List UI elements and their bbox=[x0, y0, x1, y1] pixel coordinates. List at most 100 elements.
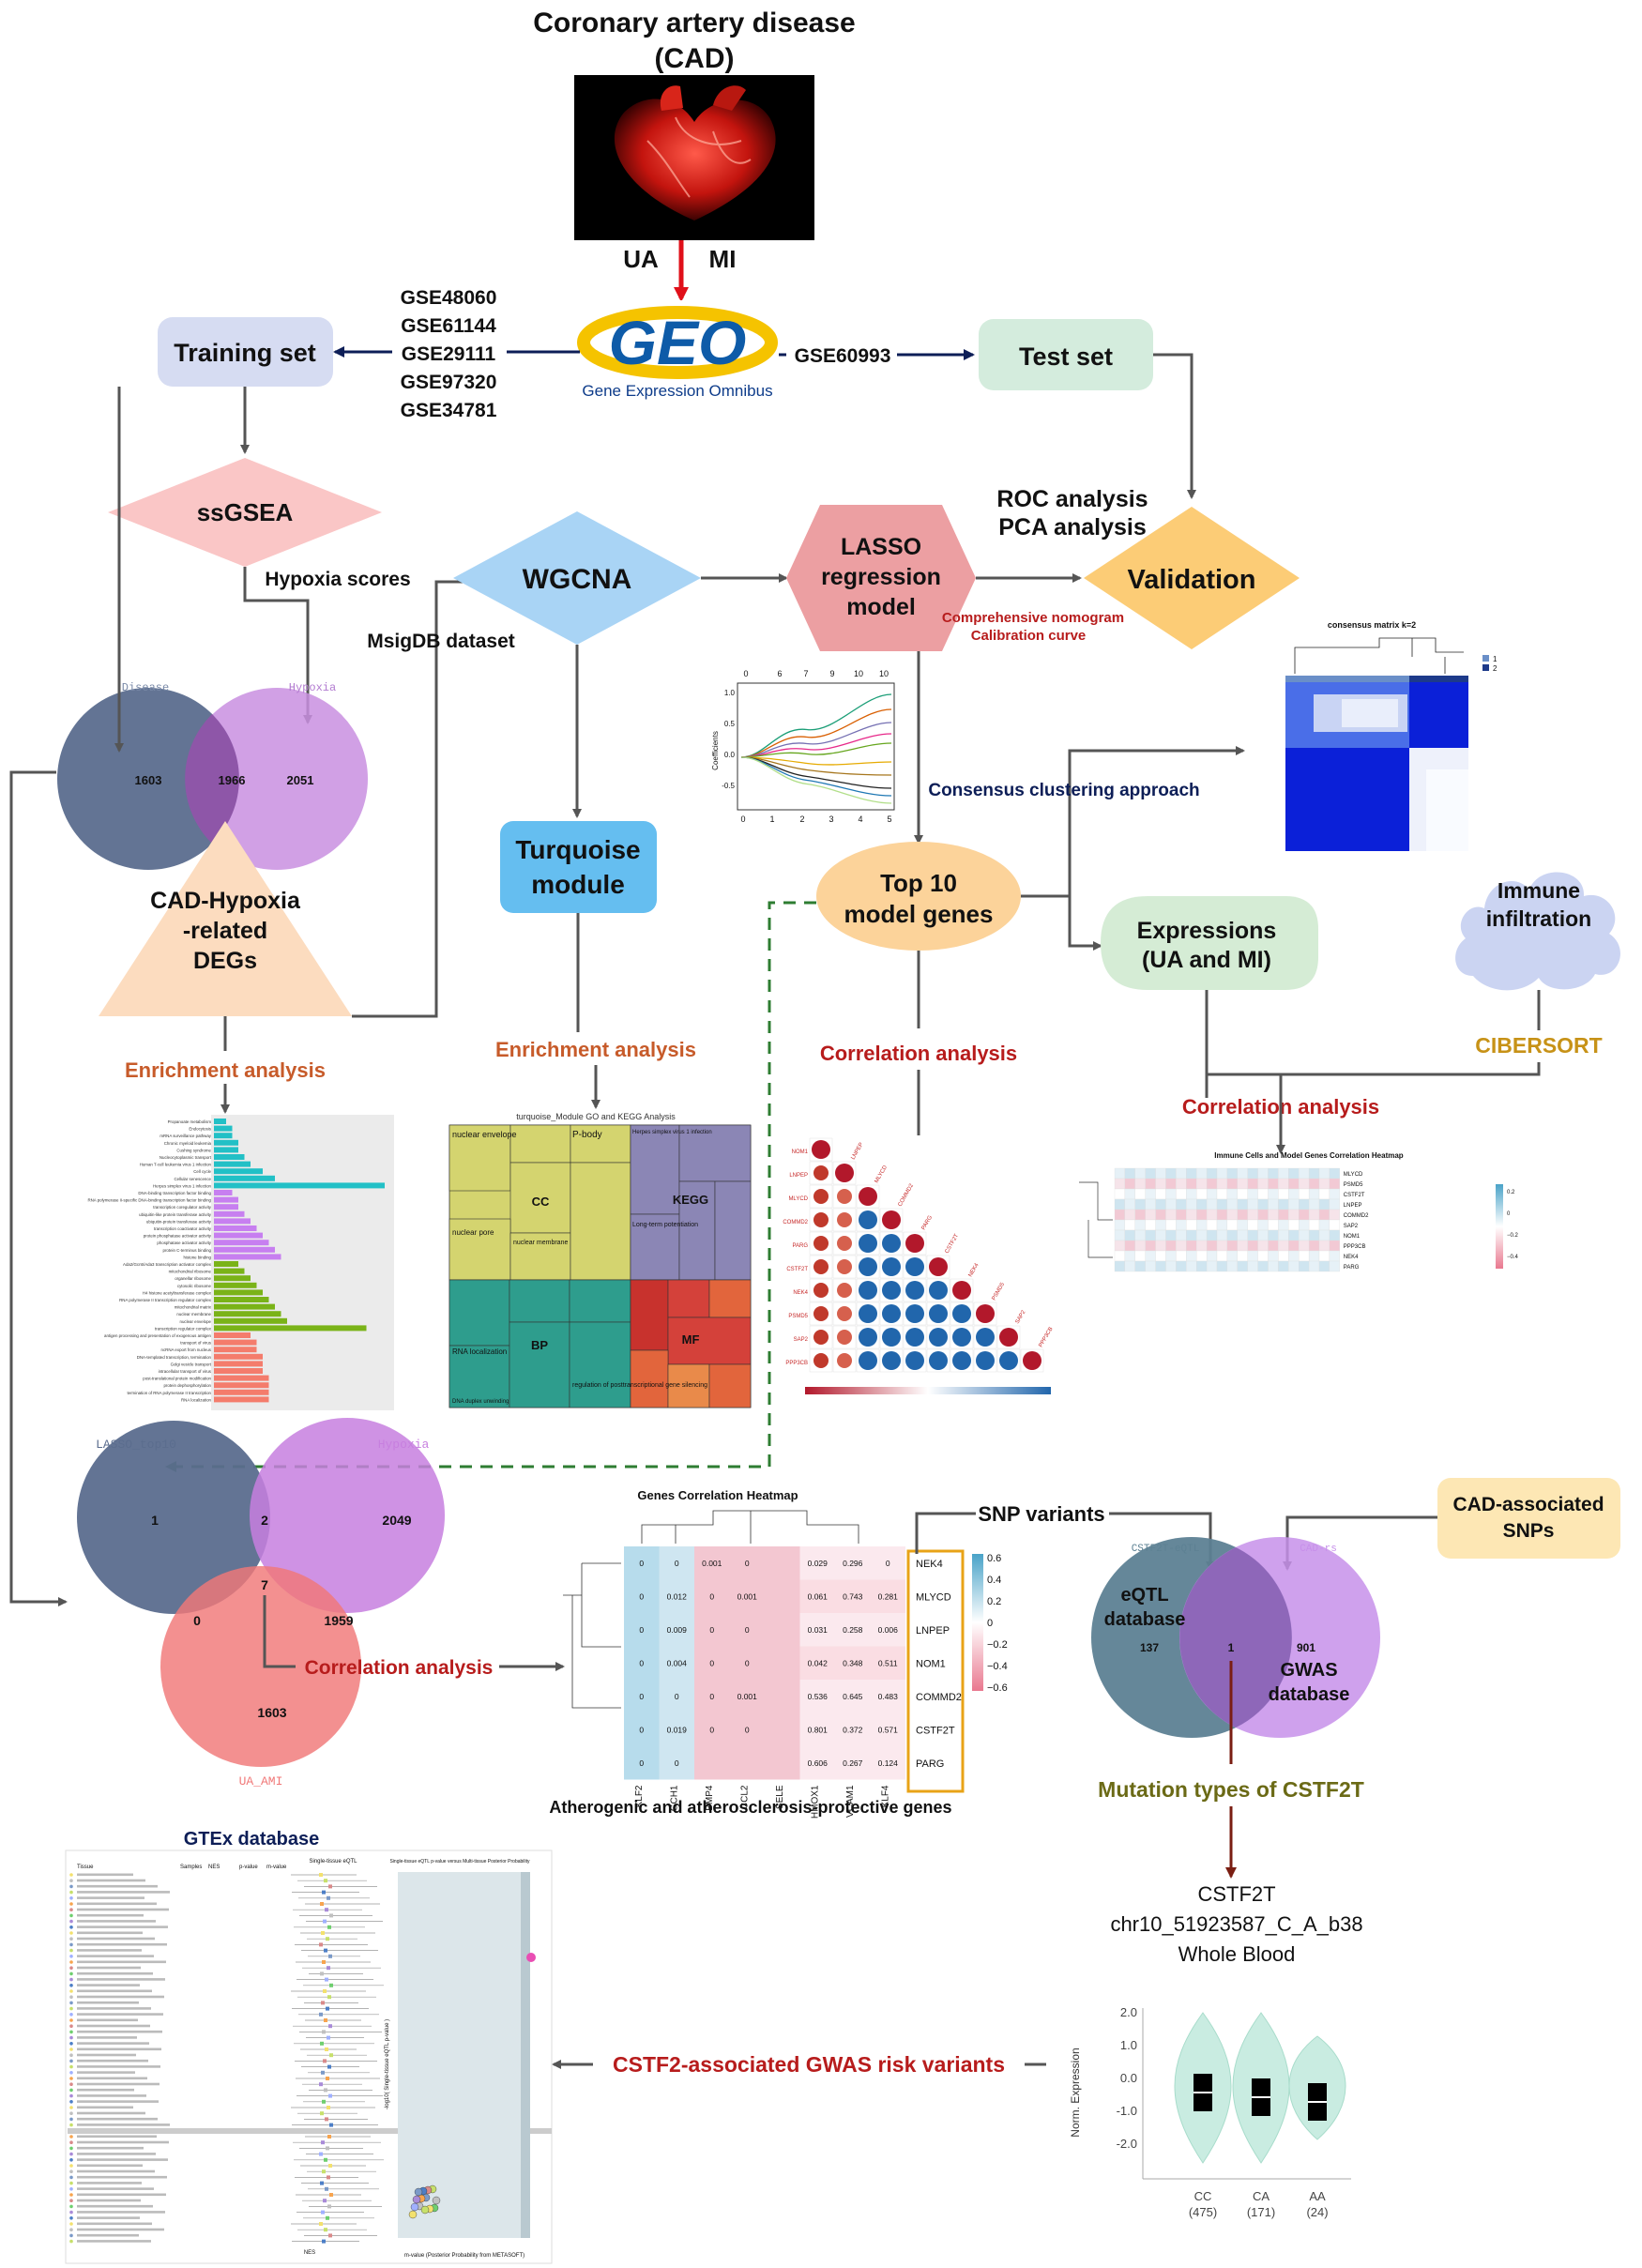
immune-correlation-heatmap: Immune Cells and Model Genes Correlation… bbox=[1079, 1151, 1519, 1272]
immune-cell bbox=[1114, 1250, 1126, 1262]
gtex-tissue-dot bbox=[69, 1937, 73, 1941]
gtex-tissue-row bbox=[77, 2111, 145, 2115]
treemap-label: BP bbox=[531, 1338, 548, 1352]
gtex-tissue-row bbox=[77, 1884, 158, 1888]
corr-circle bbox=[813, 1283, 829, 1298]
immune-cell bbox=[1278, 1167, 1289, 1180]
immune-cell bbox=[1278, 1178, 1289, 1190]
immune-cell bbox=[1318, 1260, 1330, 1272]
enrich-bar bbox=[214, 1139, 238, 1146]
gene-heat-cell bbox=[729, 1746, 765, 1780]
corr-circle bbox=[813, 1306, 829, 1321]
go-kegg-treemap: turquoise_Module GO and KEGG Analysis n bbox=[449, 1112, 752, 1408]
mutation-types-label: Mutation types of CSTF2T bbox=[1098, 1777, 1364, 1802]
training-set-node[interactable]: Training set bbox=[158, 317, 333, 387]
immune-row-label: COMMD2 bbox=[1344, 1213, 1369, 1219]
ssgsea-node[interactable]: ssGSEA bbox=[108, 458, 382, 567]
lasso-line2: regression bbox=[821, 564, 941, 590]
gtex-point bbox=[325, 1908, 328, 1912]
gene-col-label: CCL2 bbox=[739, 1785, 750, 1809]
gene-heat-value: 0 bbox=[745, 1625, 750, 1635]
top10-genes-node[interactable]: Top 10 model genes bbox=[816, 842, 1021, 951]
immune-cell bbox=[1268, 1178, 1279, 1190]
gene-heat-value: 0 bbox=[886, 1559, 890, 1568]
cad-snps-node[interactable]: CAD-associated SNPs bbox=[1437, 1478, 1620, 1559]
treemap-title: turquoise_Module GO and KEGG Analysis bbox=[516, 1112, 676, 1121]
gene-heat-cell bbox=[765, 1680, 800, 1713]
gene-heat-value: 0 bbox=[639, 1625, 644, 1635]
lasso-node[interactable]: LASSO regression model bbox=[786, 505, 976, 651]
expressions-line1: Expressions bbox=[1137, 918, 1277, 944]
gene-col-label: KLF2 bbox=[634, 1785, 645, 1807]
corr-circle bbox=[812, 1140, 830, 1159]
gtex-tissue-row bbox=[77, 2240, 151, 2243]
immune-cell bbox=[1176, 1198, 1187, 1210]
immune-cell bbox=[1247, 1178, 1258, 1190]
immune-cell bbox=[1114, 1229, 1126, 1241]
gtex-col-header: Tissue bbox=[77, 1865, 94, 1870]
gtex-point bbox=[323, 1989, 327, 1993]
gene-col-dendrogram bbox=[641, 1510, 859, 1544]
venn1-left-path bbox=[9, 770, 68, 1606]
gene-heat-value: 0.258 bbox=[843, 1625, 863, 1635]
enrich-bar-label: transcription coactivator activity bbox=[154, 1226, 212, 1231]
gene-heat-cell bbox=[729, 1680, 765, 1713]
gtex-point bbox=[324, 1879, 327, 1883]
gene-heat-cell bbox=[799, 1546, 835, 1580]
immune-cell bbox=[1278, 1260, 1289, 1272]
immune-cell bbox=[1237, 1260, 1248, 1272]
corr-circle bbox=[882, 1351, 901, 1370]
gene-heat-value: 0.012 bbox=[667, 1591, 688, 1601]
corr-circle bbox=[976, 1328, 995, 1347]
gtex-point bbox=[329, 1983, 333, 1987]
treemap-label: MF bbox=[682, 1332, 700, 1347]
immune-cell bbox=[1206, 1188, 1218, 1200]
gtex-point bbox=[328, 2164, 332, 2168]
gtex-tissue-dot bbox=[69, 2100, 73, 2104]
venn2-a-label: LASSO_top10 bbox=[96, 1438, 176, 1452]
lasso-top-tick: 10 bbox=[879, 669, 889, 678]
validation-node[interactable]: Validation bbox=[1084, 507, 1300, 649]
immune-infiltration-node[interactable]: Immune infiltration bbox=[1455, 872, 1620, 991]
enrich-bar bbox=[214, 1347, 257, 1353]
immune-cell bbox=[1155, 1229, 1166, 1241]
gtex-point bbox=[324, 2157, 327, 2162]
enrich-bar-label: RNA polymerase II-specific DNA-binding t… bbox=[87, 1198, 211, 1203]
expressions-node[interactable]: Expressions (UA and MI) bbox=[1101, 896, 1318, 990]
gtex-tissue-dot bbox=[69, 2071, 73, 2075]
immune-legend-tick: −0.4 bbox=[1507, 1255, 1519, 1260]
corr-circle bbox=[882, 1328, 901, 1347]
turquoise-line2: module bbox=[531, 870, 625, 899]
gene-legend-tick: −0.6 bbox=[987, 1682, 1008, 1694]
gtex-point bbox=[328, 1954, 332, 1958]
immune-cell bbox=[1216, 1209, 1228, 1221]
immune-cell bbox=[1176, 1250, 1187, 1262]
gtex-tissue-dot bbox=[69, 2082, 73, 2086]
immune-cell bbox=[1206, 1219, 1218, 1231]
gtex-point bbox=[325, 2186, 328, 2191]
venn3-left-label: CSTF2T-eQTL bbox=[1132, 1544, 1200, 1555]
gtex-tissue-row bbox=[77, 2187, 154, 2190]
gene-heat-cell bbox=[870, 1680, 905, 1713]
gtex-point bbox=[321, 2210, 325, 2215]
gtex-tissue-dot bbox=[69, 1955, 73, 1958]
enrich-bar-label: intracellular transport of virus bbox=[159, 1369, 212, 1374]
cad-hypoxia-degs-node[interactable]: CAD-Hypoxia -related DEGs bbox=[99, 821, 352, 1016]
immune-cell bbox=[1318, 1219, 1330, 1231]
gene-heat-value: 0.571 bbox=[878, 1725, 899, 1734]
gtex-col-header: NES bbox=[208, 1865, 220, 1870]
lasso-coefficient-path bbox=[740, 756, 892, 789]
turquoise-module-node[interactable]: Turquoise module bbox=[500, 821, 657, 913]
gtex-point bbox=[328, 1884, 332, 1889]
venn1-left-label: Disease bbox=[122, 681, 169, 694]
gtex-tissue-row bbox=[77, 1942, 167, 1946]
gene-heatmap-title: Genes Correlation Heatmap bbox=[637, 1488, 798, 1502]
heart-image bbox=[574, 75, 814, 240]
gtex-tissue-row bbox=[77, 2042, 149, 2045]
wgcna-node[interactable]: WGCNA bbox=[453, 511, 701, 645]
enrich-bar bbox=[214, 1190, 233, 1195]
immune-cell bbox=[1278, 1250, 1289, 1262]
immune-cell bbox=[1134, 1167, 1146, 1180]
test-set-node[interactable]: Test set bbox=[979, 319, 1153, 390]
